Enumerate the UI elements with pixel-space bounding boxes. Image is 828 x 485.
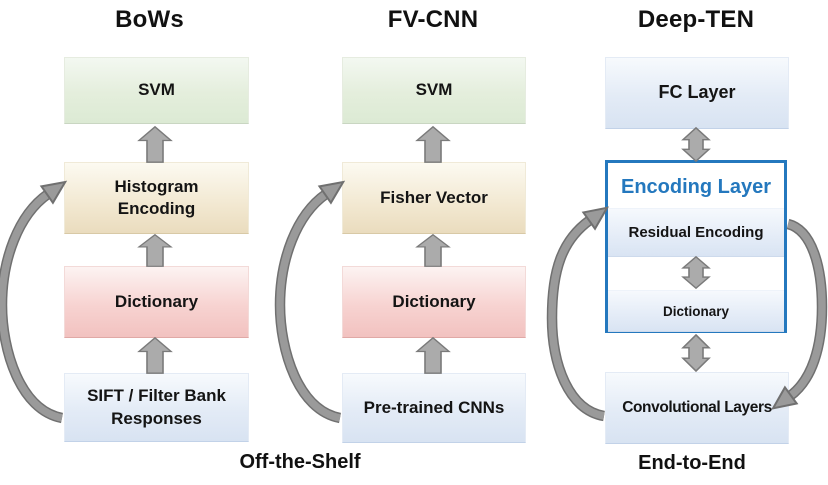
box-encoding-dictionary: Dictionary xyxy=(608,290,784,332)
box-label: Pre-trained CNNs xyxy=(363,397,505,417)
box-bows-features: SIFT / Filter Bank Responses xyxy=(64,373,249,442)
box-bows-histogram-encoding: Histogram Encoding xyxy=(64,162,249,234)
box-residual-encoding: Residual Encoding xyxy=(608,208,784,257)
double-arrow-icon xyxy=(681,126,711,163)
box-label: Dictionary xyxy=(662,303,730,319)
box-deepten-fc-layer: FC Layer xyxy=(605,57,789,129)
box-label: Dictionary xyxy=(392,291,476,311)
box-bows-dictionary: Dictionary xyxy=(64,266,249,338)
box-label: SVM xyxy=(138,80,175,100)
column-title-deepten: Deep-TEN xyxy=(637,6,755,33)
box-label: SVM xyxy=(415,80,453,100)
encoding-layer-title: Encoding Layer xyxy=(620,176,772,198)
column-title-fvcnn: FV-CNN xyxy=(387,6,479,33)
up-arrow-icon xyxy=(415,125,451,163)
box-label: Dictionary xyxy=(114,291,199,311)
curved-arrow-icon xyxy=(546,198,618,422)
double-arrow-icon xyxy=(681,333,711,373)
box-label: Convolutional Layers xyxy=(622,398,772,416)
box-label: Fisher Vector xyxy=(380,187,488,207)
box-label: Residual Encoding xyxy=(628,224,764,241)
curved-arrow-icon xyxy=(750,218,828,427)
double-arrow-icon xyxy=(681,255,711,290)
up-arrow-icon xyxy=(137,233,173,267)
column-title-bows: BoWs xyxy=(115,6,184,33)
up-arrow-icon xyxy=(415,233,451,267)
box-bows-svm: SVM xyxy=(64,57,249,124)
curved-arrow-icon xyxy=(0,160,92,424)
box-label: Histogram Encoding xyxy=(114,176,199,218)
up-arrow-icon xyxy=(137,336,173,374)
footer-end-to-end: End-to-End xyxy=(638,452,746,474)
box-label: SIFT / Filter Bank Responses xyxy=(87,386,226,428)
box-deepten-convolutional-layers: Convolutional Layers xyxy=(605,372,789,444)
footer-off-the-shelf: Off-the-Shelf xyxy=(239,451,361,473)
curved-arrow-icon xyxy=(274,160,370,424)
encoding-layer-box: Encoding Layer Residual Encoding Diction… xyxy=(605,160,787,333)
box-fvcnn-svm: SVM xyxy=(342,57,526,124)
box-label: FC Layer xyxy=(658,82,736,103)
box-fvcnn-pretrained-cnns: Pre-trained CNNs xyxy=(342,373,526,443)
up-arrow-icon xyxy=(415,336,451,374)
up-arrow-icon xyxy=(137,125,173,163)
